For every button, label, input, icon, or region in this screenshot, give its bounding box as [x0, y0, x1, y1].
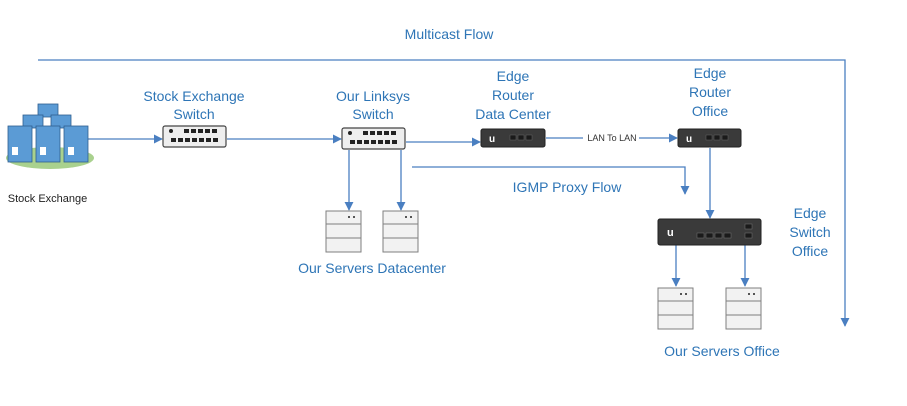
- linksys-switch-label-line2: Switch: [352, 106, 394, 122]
- connection-lines: [38, 59, 850, 327]
- multicast-flow-line: [38, 59, 850, 327]
- multicast-flow-label: Multicast Flow: [404, 26, 494, 42]
- edge-router-dc-label-line2: Router: [491, 87, 535, 103]
- lan-to-lan-label: LAN To LAN: [587, 133, 637, 143]
- igmp-proxy-flow-line: [412, 166, 690, 195]
- edge-router-office-label-line1: Edge: [693, 65, 727, 81]
- server-icon: [382, 210, 419, 253]
- edge-router-dc-label-line1: Edge: [496, 68, 530, 84]
- svg-text:u: u: [667, 227, 674, 239]
- servers-office-label: Our Servers Office: [664, 343, 780, 359]
- stock-exchange-switch-label-line2: Switch: [173, 106, 215, 122]
- stock-exchange-switch-label-line1: Stock Exchange: [143, 88, 245, 104]
- server-icon: [657, 287, 694, 330]
- edge-switch-office-label-line3: Office: [791, 243, 829, 259]
- linksys-switch-icon: [341, 127, 406, 150]
- edge-router-office-label-line3: Office: [691, 103, 729, 119]
- server-cluster-icon: [6, 103, 94, 169]
- edge-router-dc-icon: u: [480, 128, 546, 148]
- edge-switch-office-label-line2: Switch: [789, 224, 831, 240]
- svg-text:u: u: [686, 134, 692, 145]
- server-icon: [725, 287, 762, 330]
- stock-exchange-switch-icon: [162, 125, 227, 148]
- edge-router-office-icon: u: [677, 128, 742, 148]
- igmp-proxy-flow-label: IGMP Proxy Flow: [512, 179, 622, 195]
- edge-switch-office-label-line1: Edge: [793, 205, 827, 221]
- linksys-switch-label-line1: Our Linksys: [336, 88, 410, 104]
- edge-switch-office-icon: u: [657, 218, 762, 246]
- stock-exchange-label: Stock Exchange: [7, 193, 88, 205]
- server-icon: [325, 210, 362, 253]
- svg-text:u: u: [489, 134, 495, 145]
- servers-datacenter-label: Our Servers Datacenter: [298, 260, 446, 276]
- edge-router-dc-label-line3: Data Center: [475, 106, 551, 122]
- edge-router-office-label-line2: Router: [688, 84, 732, 100]
